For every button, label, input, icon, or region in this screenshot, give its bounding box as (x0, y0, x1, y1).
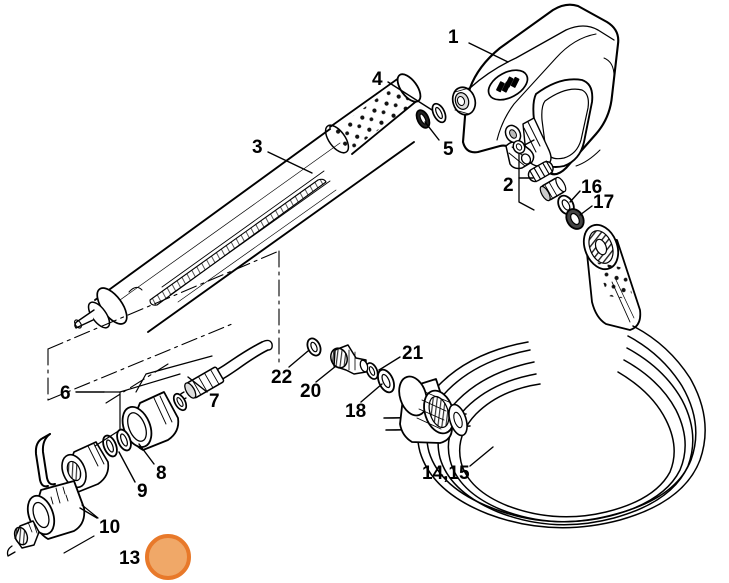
callout-label-5: 5 (443, 139, 454, 160)
callout-label-4: 4 (372, 69, 383, 90)
o-ring-22 (306, 337, 322, 357)
callout-label-2: 2 (503, 175, 514, 196)
callout-label-13: 13 (119, 548, 141, 569)
callout-label-21: 21 (402, 343, 424, 364)
callout-label-17: 17 (593, 192, 615, 213)
o-ring-9 (102, 434, 118, 458)
lance-textured-grip (324, 73, 422, 155)
selection-highlight-marker[interactable] (145, 534, 191, 580)
o-ring-7 (172, 392, 188, 412)
sealing-washer-17 (565, 208, 585, 230)
nozzle-cap-10 (26, 480, 86, 540)
flexible-hose-stub (176, 339, 273, 403)
callout-label-20: 20 (300, 381, 322, 402)
o-ring-21 (365, 362, 379, 380)
quick-coupling-body (61, 441, 110, 493)
callout-label-10: 10 (99, 517, 121, 538)
nozzle-insert-20 (330, 344, 369, 375)
callout-label-8: 8 (156, 463, 167, 484)
callout-label-6: 6 (60, 383, 71, 404)
o-ring-18 (377, 368, 395, 394)
callout-label-1: 1 (448, 27, 459, 48)
callout-label-22: 22 (271, 367, 293, 388)
hose-end-coupling (398, 375, 468, 444)
gun-hose-connector (582, 223, 642, 331)
spray-lance (74, 73, 422, 333)
assembly-bracket-lines (63, 355, 213, 554)
callout-label-3: 3 (252, 137, 263, 158)
o-ring-8 (116, 428, 132, 452)
retaining-clip (34, 433, 56, 488)
callout-label-7: 7 (209, 391, 220, 412)
callout-leaders (75, 42, 593, 519)
spray-gun-body (451, 3, 620, 176)
nozzle-tip-small (6, 520, 40, 557)
alternate-position-outline (47, 250, 280, 404)
callout-label-14-15: 14,15 (422, 463, 470, 484)
o-ring-4 (431, 102, 447, 124)
callout-label-18: 18 (345, 401, 367, 422)
callout-label-9: 9 (137, 481, 148, 502)
callout-label-16: 16 (581, 177, 603, 198)
